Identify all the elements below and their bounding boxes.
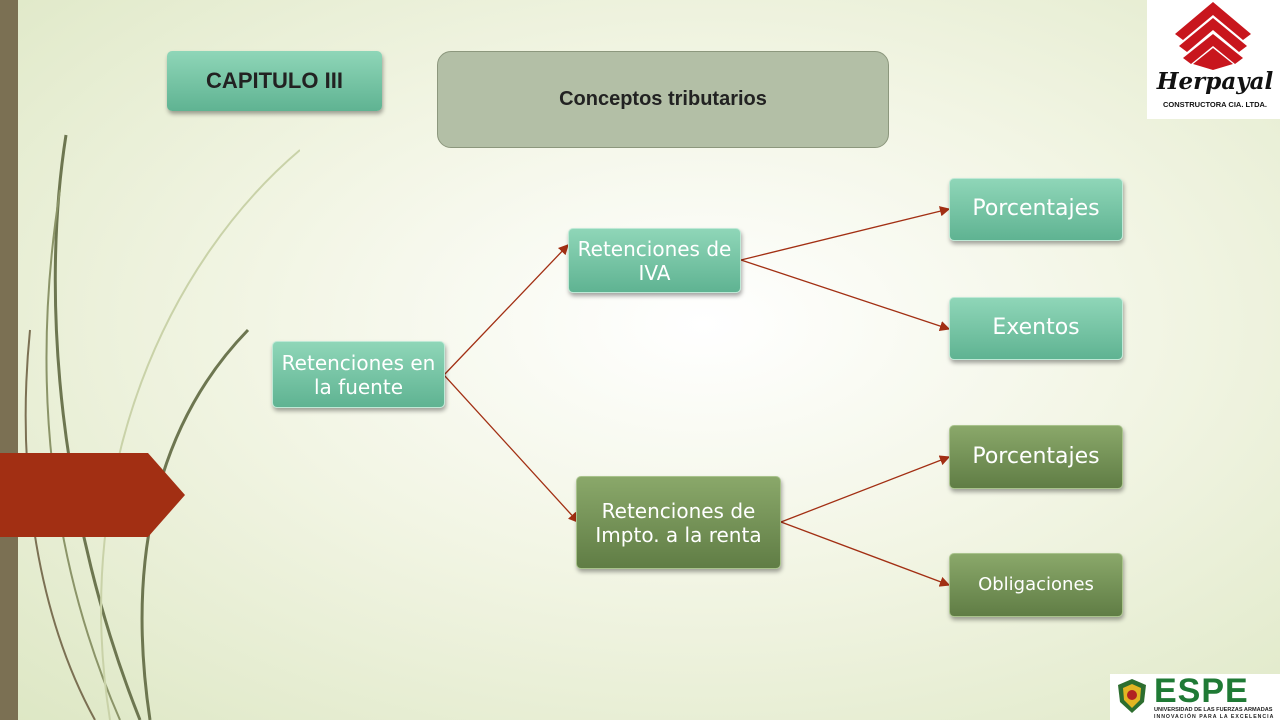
connector-renta-obligaciones — [780, 521, 951, 587]
herpayal-subtitle: CONSTRUCTORA CIA. LTDA. — [1162, 100, 1268, 109]
connector-root-iva — [443, 244, 569, 376]
espe-subtitle: UNIVERSIDAD DE LAS FUERZAS ARMADAS — [1154, 707, 1273, 713]
espe-motto: INNOVACIÓN PARA LA EXCELENCIA — [1154, 714, 1275, 720]
node-retenciones-fuente: Retenciones en la fuente — [272, 341, 445, 408]
node-retenciones-renta: Retenciones de Impto. a la renta — [576, 476, 781, 569]
topic-title: Conceptos tributarios — [437, 51, 889, 148]
herpayal-logo: Herpayal CONSTRUCTORA CIA. LTDA. — [1147, 0, 1280, 119]
connector-root-renta — [443, 374, 579, 523]
espe-name: ESPE — [1154, 672, 1249, 710]
red-arrow-shape — [0, 453, 185, 537]
node-iva-porcentajes: Porcentajes — [949, 178, 1123, 241]
node-iva-exentos: Exentos — [949, 297, 1123, 360]
chapter-title: CAPITULO III — [167, 51, 382, 111]
left-accent-bar — [0, 0, 18, 720]
espe-logo: ESPE UNIVERSIDAD DE LAS FUERZAS ARMADAS … — [1110, 672, 1280, 720]
connector-renta-porcentajes — [780, 455, 951, 523]
node-renta-obligaciones: Obligaciones — [949, 553, 1123, 617]
connector-iva-porcentajes — [740, 206, 951, 261]
espe-emblem-icon — [1118, 679, 1146, 713]
herpayal-roof-icon — [1175, 2, 1251, 70]
node-retenciones-iva: Retenciones de IVA — [568, 228, 741, 293]
herpayal-brand: Herpayal — [1156, 68, 1274, 95]
connector-iva-exentos — [740, 259, 951, 332]
node-renta-porcentajes: Porcentajes — [949, 425, 1123, 489]
